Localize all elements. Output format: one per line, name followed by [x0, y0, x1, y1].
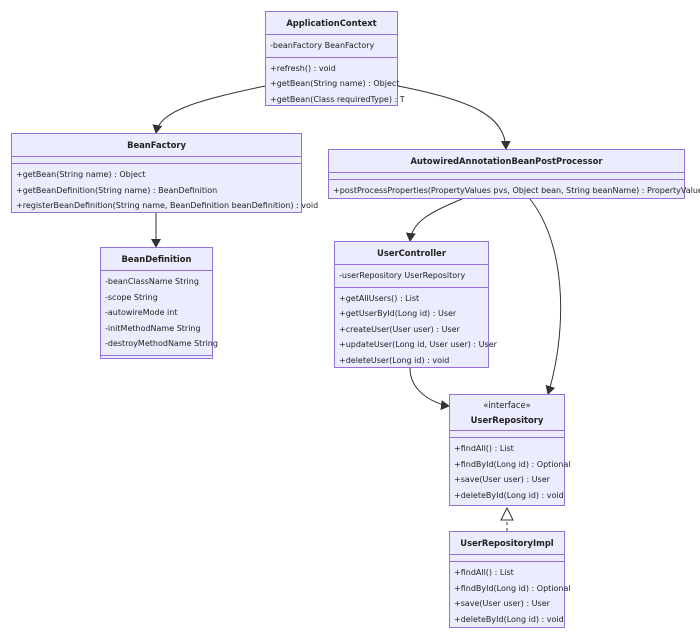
class-autowired-annotation-bean-post-processor[interactable]: AutowiredAnnotationBeanPostProcessor +po…	[328, 149, 700, 202]
method: +deleteUser(Long id) : void	[339, 355, 450, 365]
class-user-repository[interactable]: «interface» UserRepository +findAll() : …	[449, 394, 571, 506]
method: +postProcessProperties(PropertyValues pv…	[333, 186, 700, 195]
attributes-section: -beanFactory BeanFactory	[266, 35, 397, 58]
edge-autowiredprocessor-to-usercontroller	[405, 198, 463, 242]
method: +getBean(Class requiredType) : T	[270, 94, 405, 104]
class-name: ApplicationContext	[266, 12, 397, 35]
method: +save(User user) : User	[454, 475, 550, 484]
method: +registerBeanDefinition(String name, Bea…	[16, 201, 319, 210]
method: +getAllUsers() : List	[339, 293, 420, 303]
class-name: BeanFactory	[12, 134, 301, 157]
method: +findAll() : List	[454, 444, 514, 453]
methods-section: +findAll() : List +findById(Long id) : O…	[450, 562, 571, 630]
class-name: AutowiredAnnotationBeanPostProcessor	[329, 150, 684, 173]
stereotype-label: «interface»	[483, 400, 531, 410]
attribute: -destroyMethodName String	[105, 339, 218, 348]
edge-autowiredprocessor-to-userrepository	[529, 198, 562, 395]
method: +refresh() : void	[270, 63, 336, 73]
attribute: -beanFactory BeanFactory	[270, 41, 375, 50]
methods-section: +postProcessProperties(PropertyValues pv…	[329, 180, 700, 202]
class-application-context[interactable]: ApplicationContext -beanFactory BeanFact…	[265, 11, 405, 106]
edge-usercontroller-to-userrepository	[409, 367, 450, 411]
methods-section: +getBean(String name) : Object +getBeanD…	[12, 164, 319, 217]
method: +deleteById(Long id) : void	[454, 490, 564, 500]
attribute: -scope String	[105, 292, 158, 302]
methods-section: +getAllUsers() : List +getUserById(Long …	[335, 288, 497, 372]
attribute: -beanClassName String	[105, 277, 199, 286]
class-user-controller[interactable]: UserController -userRepository UserRepos…	[334, 241, 497, 368]
class-name: UserController	[335, 242, 488, 265]
method: +findAll() : List	[454, 568, 514, 577]
methods-section: +refresh() : void +getBean(String name) …	[266, 58, 405, 111]
method: +findById(Long id) : Optional	[454, 583, 571, 593]
attribute: -initMethodName String	[105, 323, 201, 333]
attributes-section: -beanClassName String -scope String -aut…	[101, 271, 218, 356]
method: +updateUser(Long id, User user) : User	[339, 340, 497, 349]
edge-applicationcontext-to-beanfactory	[152, 85, 266, 134]
method: +getUserById(Long id) : User	[339, 309, 457, 318]
class-bean-factory[interactable]: BeanFactory +getBean(String name) : Obje…	[11, 133, 318, 213]
class-bean-definition[interactable]: BeanDefinition -beanClassName String -sc…	[100, 247, 218, 362]
class-name: BeanDefinition	[101, 248, 212, 271]
attributes-section: -userRepository UserRepository	[335, 265, 488, 288]
class-name: UserRepositoryImpl	[450, 532, 564, 555]
methods-section: +findAll() : List +findById(Long id) : O…	[450, 438, 571, 506]
method: +findById(Long id) : Optional	[454, 459, 571, 469]
method: +getBean(String name) : Object	[270, 79, 400, 88]
attributes-section	[450, 431, 564, 438]
method: +createUser(User user) : User	[339, 324, 460, 334]
attributes-section	[329, 173, 684, 180]
method: +save(User user) : User	[454, 599, 550, 608]
method: +deleteById(Long id) : void	[454, 614, 564, 624]
edge-applicationcontext-to-autowiredprocessor	[397, 85, 511, 150]
attributes-section	[12, 157, 301, 164]
methods-section	[101, 356, 212, 362]
method: +getBean(String name) : Object	[16, 170, 146, 179]
attribute: -autowireMode int	[105, 308, 178, 317]
class-header: «interface» UserRepository	[450, 395, 564, 431]
class-name: UserRepository	[470, 415, 544, 425]
class-user-repository-impl[interactable]: UserRepositoryImpl +findAll() : List +fi…	[449, 531, 571, 630]
method: +getBeanDefinition(String name) : BeanDe…	[16, 185, 218, 195]
attribute: -userRepository UserRepository	[339, 271, 466, 280]
attributes-section	[450, 555, 564, 562]
